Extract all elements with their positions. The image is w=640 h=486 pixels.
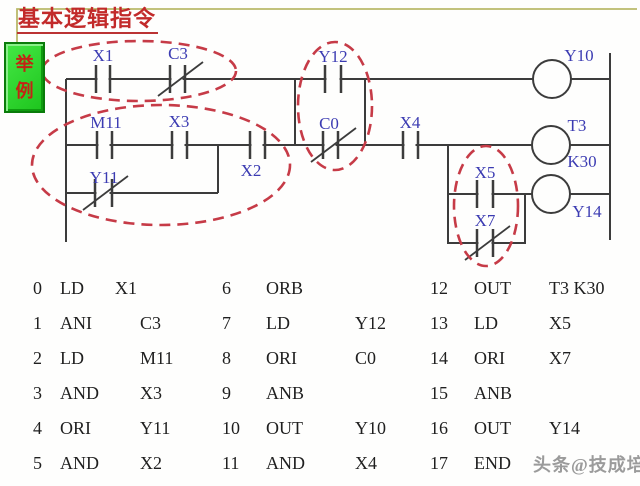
step-number: 17 (430, 453, 448, 473)
contact-label-x7: X7 (475, 211, 496, 230)
highlight-ellipse-x5-x7 (452, 144, 520, 268)
step-number: 16 (430, 418, 448, 438)
contact-x1 (94, 65, 112, 93)
contact-x4 (401, 131, 420, 159)
example-badge: 举 例 (4, 42, 45, 113)
contact-gap-masks (96, 74, 492, 248)
opcode: END (474, 453, 511, 473)
step-number: 13 (430, 313, 448, 333)
example-badge-char-1: 举 (15, 53, 34, 74)
coil-label-y14: Y14 (572, 202, 602, 221)
coil-label-y10: Y10 (564, 46, 593, 65)
contact-x3 (170, 131, 189, 159)
operand: X4 (355, 453, 377, 473)
contact-y12 (323, 65, 343, 93)
timer-preset-label-k30: K30 (567, 152, 596, 171)
opcode: AND (60, 383, 99, 403)
operand: Y10 (355, 418, 386, 438)
ladder-diagram: X1 C3 Y12 Y10 M11 X3 C0 X4 T3 K30 Y11 X2… (16, 8, 637, 268)
opcode: LD (474, 313, 498, 333)
step-number: 6 (222, 278, 231, 298)
step-number: 10 (222, 418, 240, 438)
operand: X7 (549, 348, 571, 368)
contact-label-c3: C3 (168, 44, 188, 63)
opcode: ORI (60, 418, 91, 438)
contact-c3 (168, 65, 187, 93)
step-number: 5 (33, 453, 42, 473)
highlight-ellipse-y12-c0 (296, 40, 374, 172)
contact-label-c0: C0 (319, 114, 339, 133)
step-number: 3 (33, 383, 42, 403)
step-number: 8 (222, 348, 231, 368)
contact-label-x3: X3 (169, 112, 190, 131)
step-number: 9 (222, 383, 231, 403)
step-number: 2 (33, 348, 42, 368)
contact-label-y12: Y12 (318, 47, 347, 66)
operand: X5 (549, 313, 571, 333)
opcode: ANB (266, 383, 305, 403)
contact-y11 (93, 179, 114, 207)
opcode: AND (60, 453, 99, 473)
contact-x2 (248, 131, 267, 159)
operand: X3 (140, 383, 162, 403)
opcode: ORI (266, 348, 297, 368)
opcode: ORI (474, 348, 505, 368)
page-title: 基本逻辑指令 (17, 6, 159, 35)
step-number: 1 (33, 313, 42, 333)
opcode: AND (266, 453, 305, 473)
step-number: 14 (430, 348, 448, 368)
example-badge-char-2: 例 (15, 80, 34, 101)
watermark: 头条@技成培训 (533, 455, 640, 475)
contact-label-x2: X2 (241, 161, 262, 180)
contact-x5 (475, 180, 495, 208)
step-number: 7 (222, 313, 231, 333)
opcode: LD (266, 313, 290, 333)
contact-x7 (475, 229, 495, 257)
opcode: OUT (474, 418, 511, 438)
nc-slash-c0 (310, 127, 357, 163)
opcode: LD (60, 278, 84, 298)
operand: X1 (115, 278, 137, 298)
opcode: OUT (474, 278, 511, 298)
operand: M11 (140, 348, 174, 368)
operand: C0 (355, 348, 377, 368)
opcode: OUT (266, 418, 303, 438)
contact-label-y11: Y11 (90, 168, 119, 187)
operand: Y11 (140, 418, 171, 438)
step-number: 0 (33, 278, 42, 298)
nc-slash-c3 (157, 61, 204, 97)
coil-y10 (532, 59, 572, 99)
contact-label-x4: X4 (400, 113, 421, 132)
contact-label-x1: X1 (93, 46, 114, 65)
coil-t3 (531, 125, 571, 165)
nc-slash-y11 (82, 175, 129, 211)
operand: Y12 (355, 313, 386, 333)
highlight-ellipse-x1-c3 (40, 39, 238, 103)
contact-m11 (95, 131, 114, 159)
contact-label-x5: X5 (475, 163, 496, 182)
step-number: 11 (222, 453, 240, 473)
nc-slash-x7 (464, 225, 511, 261)
operand: Y14 (549, 418, 580, 438)
operand: T3 K30 (549, 278, 605, 298)
step-number: 4 (33, 418, 42, 438)
step-number: 12 (430, 278, 448, 298)
opcode: LD (60, 348, 84, 368)
opcode: ORB (266, 278, 304, 298)
coil-label-t3: T3 (568, 116, 587, 135)
highlight-ellipse-m11-x3-y11-x2 (30, 103, 292, 227)
contact-label-m11: M11 (90, 113, 122, 132)
step-number: 15 (430, 383, 448, 403)
coil-y14 (531, 174, 571, 214)
operand: C3 (140, 313, 162, 333)
opcode: ANI (60, 313, 92, 333)
contact-c0 (321, 131, 340, 159)
operand: X2 (140, 453, 162, 473)
branch-y11 (66, 145, 219, 194)
opcode: ANB (474, 383, 513, 403)
